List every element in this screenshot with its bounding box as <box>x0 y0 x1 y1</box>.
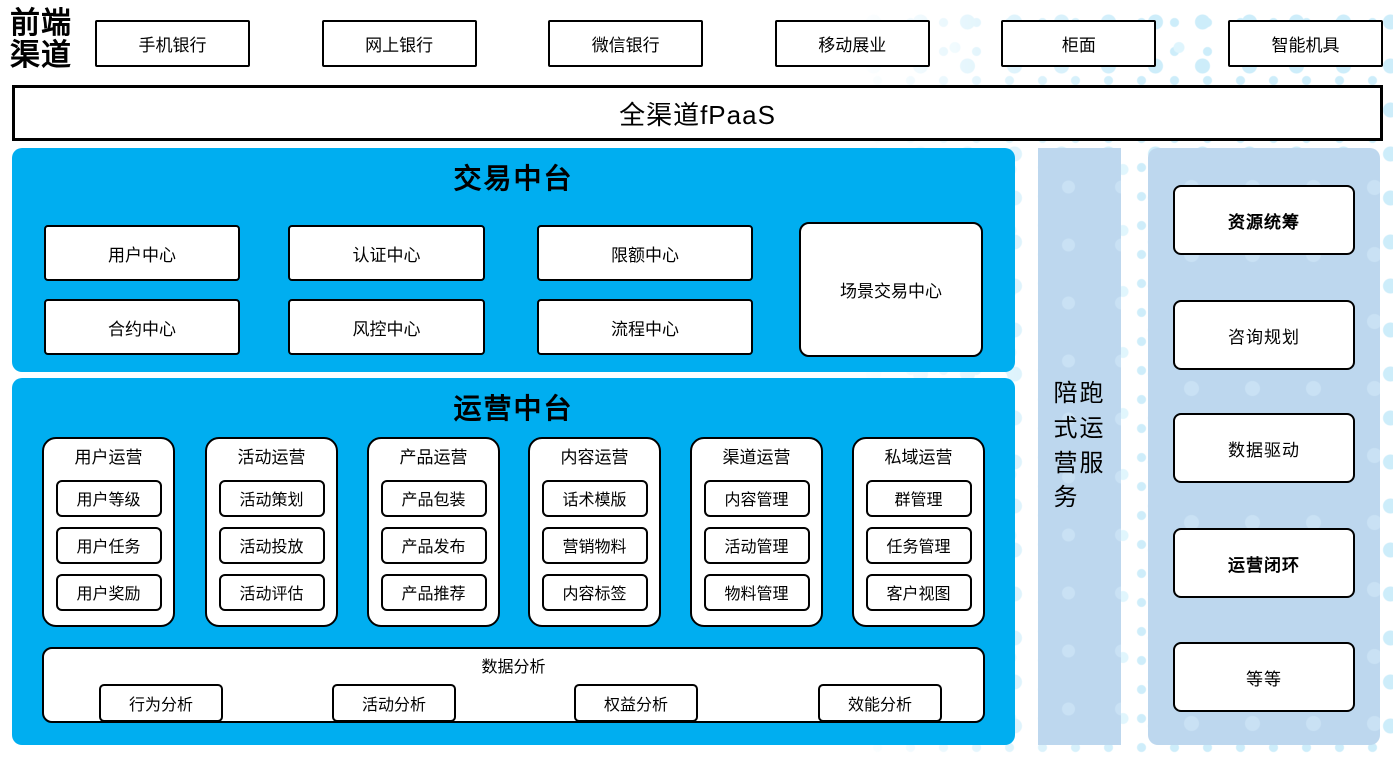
ops-group-title: 私域运营 <box>884 448 953 467</box>
companion-ops-service-label: 陪跑式运营服务 <box>1053 379 1106 512</box>
channel-box-counter: 柜面 <box>1001 20 1157 67</box>
analysis-item-behavior: 行为分析 <box>99 684 223 722</box>
service-item-data-driven: 数据驱动 <box>1173 413 1355 483</box>
trade-cell-limit-center: 限额中心 <box>537 225 753 281</box>
ops-item: 产品发布 <box>380 526 487 564</box>
channel-box-mobile-banking: 手机银行 <box>95 20 250 67</box>
channel-box-mobile-sales: 移动展业 <box>774 20 930 67</box>
trade-cell-contract-center: 合约中心 <box>44 299 240 355</box>
ops-group-items: 话术模版 营销物料 内容标签 <box>541 479 648 611</box>
ops-item: 用户等级 <box>55 479 162 517</box>
trade-cell-auth-center: 认证中心 <box>288 225 485 281</box>
ops-item: 内容标签 <box>541 573 648 611</box>
ops-group-title: 用户运营 <box>74 448 143 467</box>
ops-platform-title: 运营中台 <box>453 392 574 425</box>
ops-group-title: 内容运营 <box>560 448 629 467</box>
trade-cell-risk-center: 风控中心 <box>288 299 485 355</box>
ops-group-items: 产品包装 产品发布 产品推荐 <box>380 479 487 611</box>
companion-ops-service-bar: 陪跑式运营服务 <box>1038 148 1121 745</box>
fpaas-layer-bar: 全渠道fPaaS <box>12 85 1383 141</box>
ops-group-items: 活动策划 活动投放 活动评估 <box>218 479 325 611</box>
ops-group-private-domain-ops: 私域运营 群管理 任务管理 客户视图 <box>852 437 985 627</box>
ops-item: 活动管理 <box>703 526 810 564</box>
service-item-etc: 等等 <box>1173 642 1355 712</box>
trade-platform-block: 交易中台 用户中心 认证中心 限额中心 合约中心 风控中心 流程中心 场景交易中… <box>12 148 1015 372</box>
trade-platform-title: 交易中台 <box>453 162 574 195</box>
ops-item: 话术模版 <box>541 479 648 517</box>
ops-group-user-ops: 用户运营 用户等级 用户任务 用户奖励 <box>42 437 175 627</box>
ops-group-content-ops: 内容运营 话术模版 营销物料 内容标签 <box>528 437 661 627</box>
service-item-ops-loop: 运营闭环 <box>1173 528 1355 598</box>
ops-group-title: 产品运营 <box>399 448 468 467</box>
ops-group-title: 渠道运营 <box>722 448 791 467</box>
ops-item: 产品包装 <box>380 479 487 517</box>
ops-group-title: 活动运营 <box>237 448 306 467</box>
ops-group-channel-ops: 渠道运营 内容管理 活动管理 物料管理 <box>690 437 823 627</box>
ops-item: 物料管理 <box>703 573 810 611</box>
trade-cell-user-center: 用户中心 <box>44 225 240 281</box>
ops-item: 活动策划 <box>218 479 325 517</box>
front-channel-label: 前端渠道 <box>10 6 72 74</box>
ops-platform-block: 运营中台 用户运营 用户等级 用户任务 用户奖励 活动运营 活动策划 活动投放 … <box>12 378 1015 745</box>
analysis-item-efficiency: 效能分析 <box>818 684 942 722</box>
analysis-item-rights: 权益分析 <box>574 684 698 722</box>
ops-group-activity-ops: 活动运营 活动策划 活动投放 活动评估 <box>205 437 338 627</box>
service-item-consulting: 咨询规划 <box>1173 300 1355 370</box>
channel-box-online-banking: 网上银行 <box>321 20 477 67</box>
ops-group-product-ops: 产品运营 产品包装 产品发布 产品推荐 <box>367 437 500 627</box>
data-analysis-title: 数据分析 <box>481 659 546 676</box>
trade-cell-process-center: 流程中心 <box>537 299 753 355</box>
ops-item: 群管理 <box>865 479 972 517</box>
ops-item: 任务管理 <box>865 526 972 564</box>
ops-item: 用户奖励 <box>55 573 162 611</box>
service-panel: 资源统筹 咨询规划 数据驱动 运营闭环 等等 <box>1148 148 1380 745</box>
ops-item: 营销物料 <box>541 526 648 564</box>
ops-item: 活动评估 <box>218 573 325 611</box>
channel-box-smart-devices: 智能机具 <box>1227 20 1383 67</box>
trade-cell-scene-trade-center: 场景交易中心 <box>799 222 983 357</box>
ops-item: 活动投放 <box>218 526 325 564</box>
ops-group-items: 用户等级 用户任务 用户奖励 <box>55 479 162 611</box>
service-item-resource-planning: 资源统筹 <box>1173 185 1355 255</box>
ops-item: 产品推荐 <box>380 573 487 611</box>
channel-box-wechat-banking: 微信银行 <box>548 20 704 67</box>
ops-item: 客户视图 <box>865 573 972 611</box>
data-analysis-container: 数据分析 行为分析 活动分析 权益分析 效能分析 <box>42 647 985 723</box>
channel-row: 手机银行 网上银行 微信银行 移动展业 柜面 智能机具 <box>95 20 1383 67</box>
analysis-item-activity: 活动分析 <box>332 684 456 722</box>
ops-item: 内容管理 <box>703 479 810 517</box>
ops-item: 用户任务 <box>55 526 162 564</box>
ops-group-items: 内容管理 活动管理 物料管理 <box>703 479 810 611</box>
ops-group-items: 群管理 任务管理 客户视图 <box>865 479 972 611</box>
